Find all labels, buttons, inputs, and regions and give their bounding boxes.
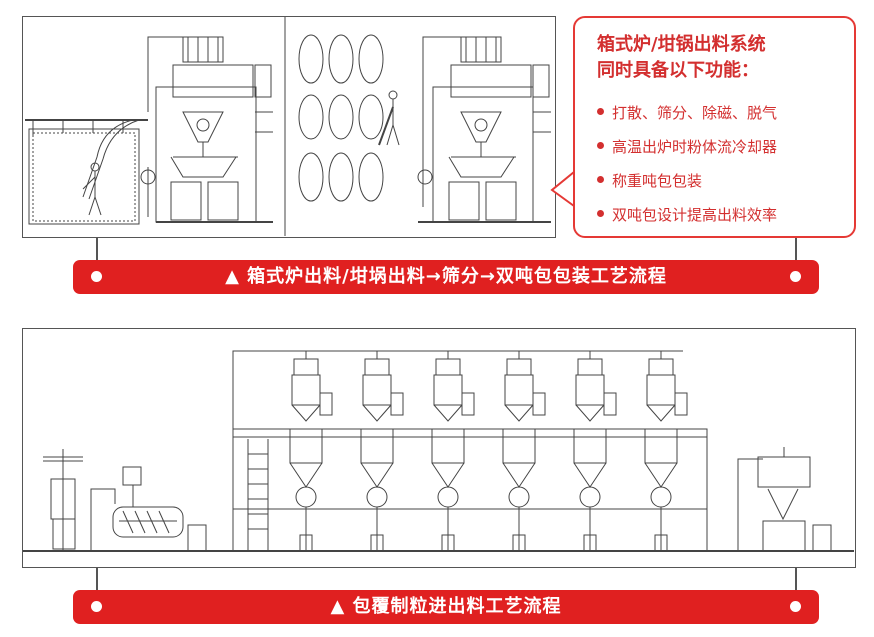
feature-callout: 箱式炉/坩锅出料系统 同时具备以下功能： 打散、筛分、除磁、脱气 高温出炉时粉体…	[573, 16, 856, 238]
tower-filter	[293, 358, 319, 376]
tower-filter	[364, 358, 390, 376]
bottom-process-banner: ▲ 包覆制粒进出料工艺流程	[73, 590, 819, 624]
tower-valve	[319, 392, 333, 416]
tower-filter	[577, 358, 603, 376]
tower-hopper-cone	[573, 462, 607, 488]
tower-rotary-valve	[295, 486, 317, 508]
callout-title-line1: 箱式炉/坩锅出料系统	[597, 34, 766, 55]
bottom-process-drawing	[22, 328, 856, 568]
tower-cyclone	[433, 374, 463, 406]
tower-filter	[506, 358, 532, 376]
tower-valve	[674, 392, 688, 416]
tower-cyclone	[575, 374, 605, 406]
callout-pointer	[550, 171, 575, 207]
banner-pin-right	[795, 238, 797, 266]
tower-hopper-cone	[431, 462, 465, 488]
banner-pin-left	[96, 238, 98, 266]
tower-hopper	[289, 428, 323, 464]
tower-pump	[441, 534, 455, 552]
tower-cone	[291, 404, 321, 422]
banner-dot-left	[91, 271, 102, 282]
tower-hopper	[431, 428, 465, 464]
tower-cyclone	[504, 374, 534, 406]
tower-pump	[299, 534, 313, 552]
tower-pump	[512, 534, 526, 552]
tower-cyclone	[362, 374, 392, 406]
tower-pump	[583, 534, 597, 552]
banner-dot-right	[790, 271, 801, 282]
tower-cone	[433, 404, 463, 422]
tower-hopper	[360, 428, 394, 464]
feature-item: 高温出炉时粉体流冷却器	[597, 130, 777, 164]
tower-hopper	[644, 428, 678, 464]
bottom-banner-dot-right	[790, 601, 801, 612]
tower-rotary-valve	[437, 486, 459, 508]
bottom-banner-pin-left	[96, 568, 98, 594]
tower-valve	[603, 392, 617, 416]
tower-rotary-valve	[366, 486, 388, 508]
tower-cyclone	[291, 374, 321, 406]
top-drawing-svg	[25, 17, 551, 236]
callout-title: 箱式炉/坩锅出料系统 同时具备以下功能：	[597, 32, 847, 84]
tower-hopper-cone	[502, 462, 536, 488]
top-process-banner: ▲ 箱式炉出料/坩埚出料→筛分→双吨包包装工艺流程	[73, 260, 819, 294]
feature-list: 打散、筛分、除磁、脱气 高温出炉时粉体流冷却器 称重吨包包装 双吨包设计提高出料…	[597, 96, 777, 232]
bullet-icon	[597, 142, 604, 149]
bottom-banner-text: ▲ 包覆制粒进出料工艺流程	[330, 596, 562, 617]
top-banner-text: ▲ 箱式炉出料/坩埚出料→筛分→双吨包包装工艺流程	[225, 266, 667, 287]
tower-cyclone	[646, 374, 676, 406]
top-process-drawing	[22, 16, 556, 238]
callout-title-line2: 同时具备以下功能：	[597, 60, 759, 81]
bullet-icon	[597, 108, 604, 115]
tower-filter	[648, 358, 674, 376]
feature-item: 双吨包设计提高出料效率	[597, 198, 777, 232]
tower-hopper-cone	[644, 462, 678, 488]
tower-valve	[532, 392, 546, 416]
tower-hopper-cone	[289, 462, 323, 488]
bottom-banner-pin-right	[795, 568, 797, 594]
tower-cone	[504, 404, 534, 422]
bullet-icon	[597, 210, 604, 217]
tower-filter	[435, 358, 461, 376]
tower-pump	[654, 534, 668, 552]
bottom-banner-dot-left	[91, 601, 102, 612]
tower-hopper	[502, 428, 536, 464]
tower-cone	[362, 404, 392, 422]
feature-item: 打散、筛分、除磁、脱气	[597, 96, 777, 130]
tower-hopper-cone	[360, 462, 394, 488]
tower-rotary-valve	[579, 486, 601, 508]
tower-cone	[575, 404, 605, 422]
tower-valve	[461, 392, 475, 416]
tower-cone	[646, 404, 676, 422]
feature-item: 称重吨包包装	[597, 164, 777, 198]
bottom-drawing-svg	[23, 350, 854, 552]
tower-rotary-valve	[650, 486, 672, 508]
bullet-icon	[597, 176, 604, 183]
tower-rotary-valve	[508, 486, 530, 508]
tower-pump	[370, 534, 384, 552]
tower-hopper	[573, 428, 607, 464]
tower-valve	[390, 392, 404, 416]
